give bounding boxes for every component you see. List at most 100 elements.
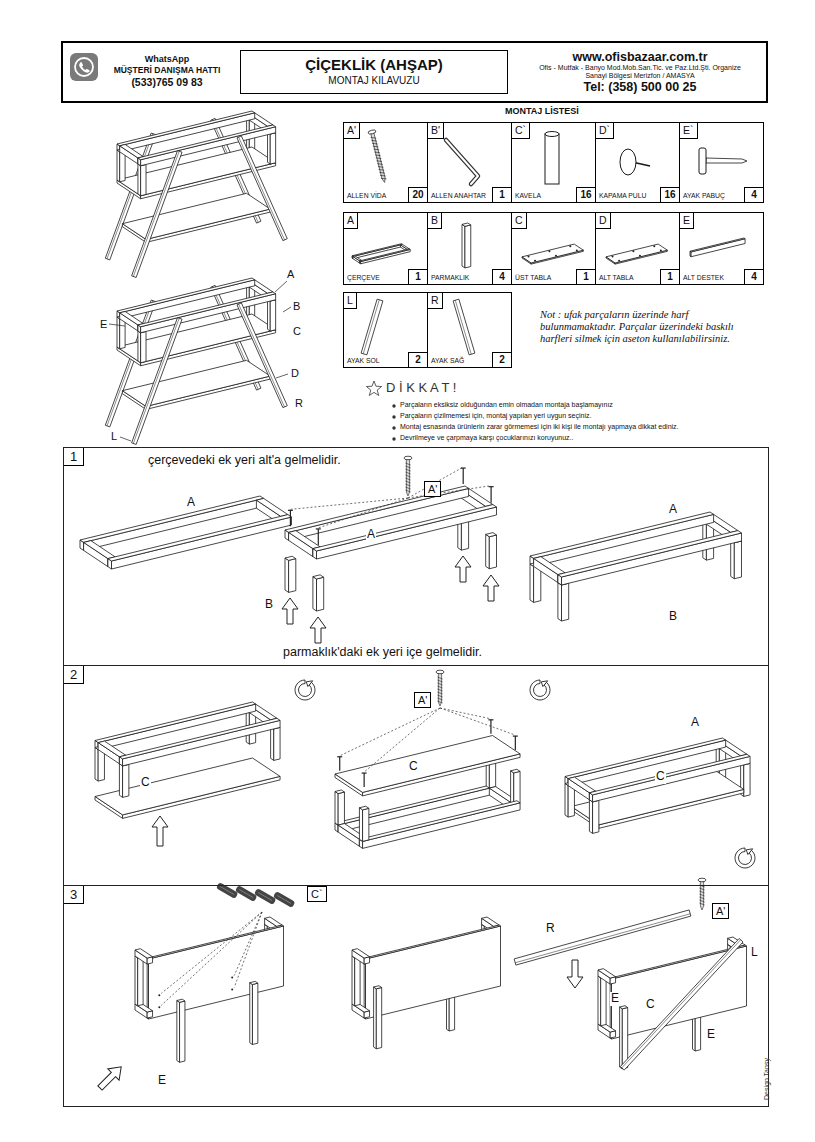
part-face [565, 784, 568, 818]
hole-dot [639, 255, 641, 257]
part-callout: B [668, 610, 678, 624]
part-callout: R [545, 922, 556, 936]
foot-head [699, 148, 706, 174]
screw-thread [699, 897, 704, 899]
screw-thread [405, 469, 410, 471]
part-quantity: 4 [744, 269, 763, 284]
step3-legs [598, 937, 747, 1070]
screw-mark-head [488, 719, 493, 720]
rotate-arc [295, 680, 315, 700]
arrow-outline [567, 960, 583, 988]
screw-thread [699, 891, 704, 893]
part-name: KAVELA [515, 192, 541, 199]
part-face [95, 748, 98, 782]
warning-star [366, 381, 381, 395]
part-face [123, 764, 129, 797]
leader-line [283, 307, 291, 312]
part-cell: BPARMAKLIK4 [427, 212, 512, 285]
part-name: AYAK SOL [347, 357, 380, 364]
part-face [147, 925, 283, 959]
part-face [562, 583, 569, 621]
screw-thread [437, 692, 442, 694]
part-face [141, 294, 276, 333]
part-face [119, 764, 122, 798]
hole-dot [612, 255, 614, 257]
part-quantity: 2 [492, 352, 511, 367]
part-quantity: 20 [408, 187, 427, 202]
note-text: Not : ufak parçaların üzerinde harf bulu… [540, 309, 766, 345]
step-note: çerçevedeki ek yeri alt'a gelmelidir. [148, 453, 341, 467]
screw-thread [437, 695, 442, 697]
fastener-code: A' [414, 692, 431, 708]
hole-dot [528, 255, 530, 257]
part-callout: D [290, 367, 300, 380]
part-code: E` [680, 123, 698, 139]
screw-thread [372, 142, 378, 145]
hole-dot [618, 260, 620, 262]
dowel-groove [277, 896, 291, 904]
part-code: D` [596, 123, 614, 139]
screw-thread [381, 177, 387, 180]
screw-mark-head [288, 510, 293, 511]
part-face [335, 736, 520, 793]
leg-face [514, 910, 691, 965]
step-number: 2 [64, 666, 84, 684]
screw-thread [699, 888, 704, 890]
guide-line [408, 467, 463, 498]
screw-icon [404, 456, 412, 496]
part-face [335, 792, 338, 826]
leg-face [132, 318, 182, 445]
screw-thread [405, 487, 410, 489]
step2-assembled [565, 738, 750, 833]
part-callout: A [366, 528, 376, 542]
screw-thread [371, 136, 377, 139]
part-face [135, 956, 138, 1006]
part-cell: DALT TABLA1 [595, 212, 680, 285]
step3-supports [352, 917, 501, 1049]
list-heading: MONTAJ LİSTESİ [505, 106, 579, 116]
bullet-dot [392, 404, 395, 407]
part-face [265, 917, 283, 926]
screw-thread [437, 701, 442, 703]
part-face [690, 238, 745, 252]
part-face [601, 976, 606, 1025]
screw-thread [699, 903, 704, 905]
screw-thread [375, 154, 381, 157]
guide-line [318, 498, 408, 528]
title-box: ÇİÇEKLİK (AHŞAP)MONTAJ KILAVUZU [240, 50, 508, 94]
part-face [598, 969, 616, 978]
dowel-body [235, 885, 258, 902]
screw-mark [491, 487, 492, 503]
screw-thread [376, 160, 382, 163]
assembly-arrow [483, 575, 499, 601]
part-face [589, 754, 750, 795]
part-face [177, 1001, 180, 1063]
dowel-icon [235, 885, 258, 902]
leader-line [275, 281, 287, 292]
hotline-title: MÜŞTERİ DANIŞMA HATTI [114, 65, 221, 76]
dowel-groove [239, 890, 253, 898]
part-callout: E [157, 1074, 167, 1088]
step-number: 3 [64, 886, 84, 904]
whatsapp-phone [79, 62, 90, 73]
assembly-arrow [152, 816, 168, 846]
fastener-code: A' [712, 903, 729, 919]
screw-thread [371, 139, 377, 142]
hole-dot [231, 977, 233, 979]
part-face [489, 535, 496, 569]
part-face [141, 331, 146, 362]
screw-icon [436, 670, 444, 706]
part-code: A [344, 213, 358, 229]
part-callout: L [110, 430, 118, 443]
part-face [338, 792, 344, 825]
part-face [353, 256, 362, 261]
step-panel: 1 [63, 447, 769, 666]
part-code: R [428, 293, 443, 309]
screw-thread [405, 484, 410, 486]
part-face [138, 125, 276, 160]
screw-thread [405, 490, 410, 492]
part-face [401, 244, 410, 249]
part-face [285, 556, 296, 560]
rotate-arc [530, 680, 550, 700]
assembly-arrow [310, 617, 326, 643]
